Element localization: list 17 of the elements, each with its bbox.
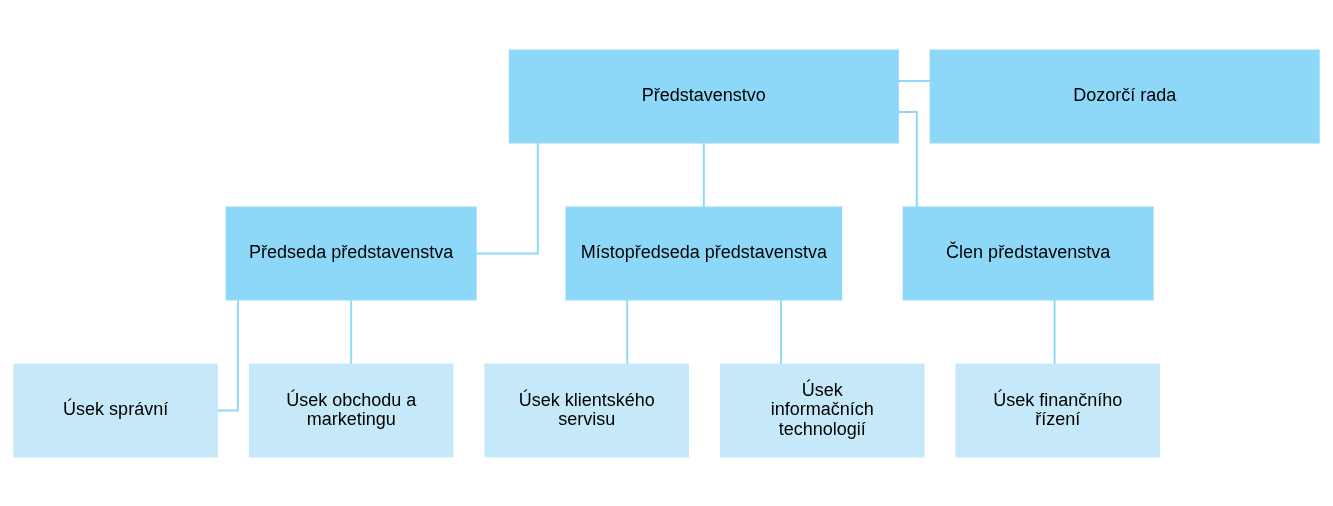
node-box: Úsek obchodu a marketingu <box>248 363 454 457</box>
node-box: Místopředseda představenstva <box>565 206 843 300</box>
connector <box>475 141 539 254</box>
connector <box>626 298 629 365</box>
connector <box>702 141 705 208</box>
connector <box>780 298 782 365</box>
connector <box>1053 298 1056 365</box>
connector <box>897 79 932 82</box>
node-box: Dozorčí rada <box>929 49 1320 143</box>
node-box: Představenstvo <box>508 49 899 143</box>
connector <box>350 298 353 365</box>
node-box: Úsek klientského servisu <box>484 363 690 457</box>
node-box: Člen představenstva <box>902 206 1154 300</box>
node-box: Předseda představenstva <box>225 206 477 300</box>
node-box: Úsek finančního řízení <box>955 363 1161 457</box>
node-box: Úsek informačních technologií <box>719 363 925 457</box>
node-box: Úsek správní <box>13 363 218 457</box>
